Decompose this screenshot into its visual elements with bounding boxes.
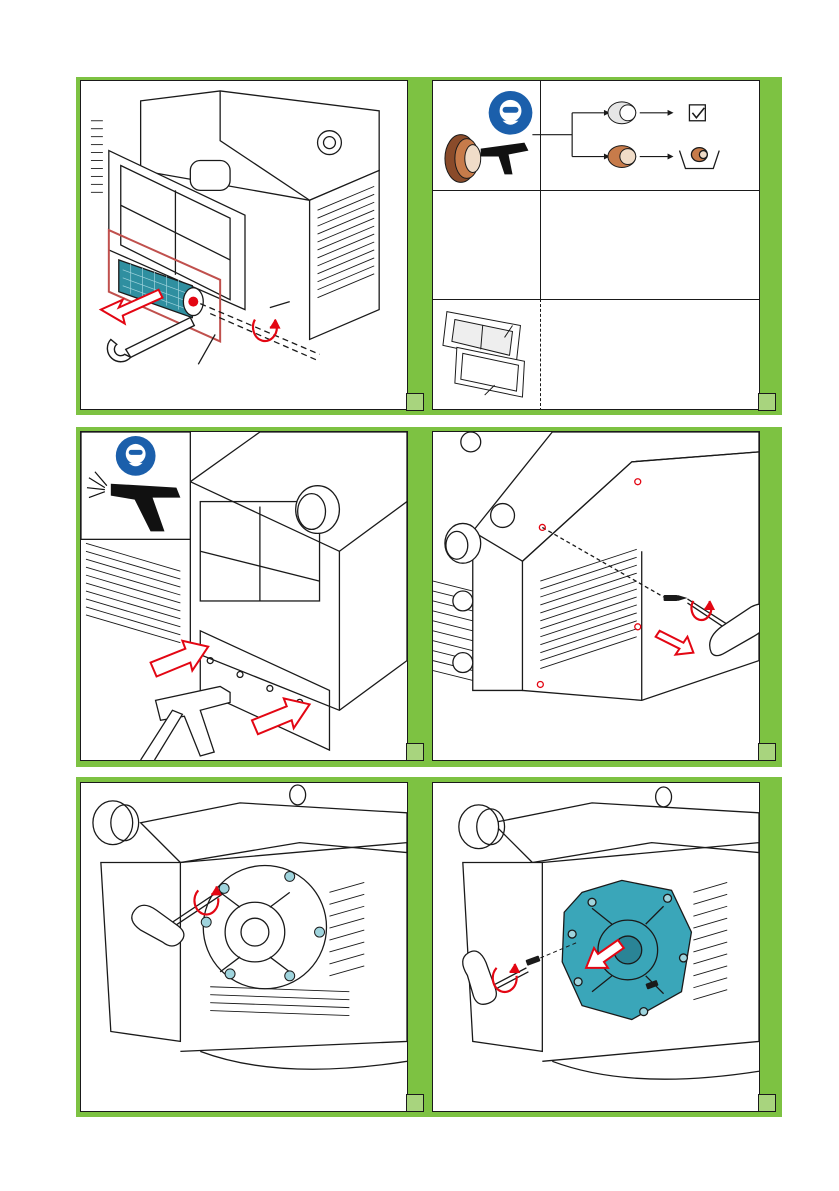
remove-screw-illustration xyxy=(433,432,759,760)
end-plate-cover xyxy=(562,880,691,1019)
filter-cartridge-icon xyxy=(445,135,481,183)
disposal-bin-icon xyxy=(679,148,719,169)
push-arrow-icon xyxy=(151,641,209,677)
t-handle-key-icon xyxy=(687,599,759,656)
dirty-filter-icon xyxy=(608,146,636,168)
step-number-box-3 xyxy=(406,743,424,761)
pull-arrow-icon xyxy=(656,631,694,655)
step-number-box-4 xyxy=(758,743,776,761)
step-number-box-6 xyxy=(758,1094,776,1112)
step-panel-4 xyxy=(432,431,760,761)
step-number-box-2 xyxy=(758,393,776,411)
air-gun-outline-icon xyxy=(141,686,230,760)
wrench-icon xyxy=(107,318,194,362)
air-gun-icon xyxy=(481,143,529,175)
blow-out-housing-illustration xyxy=(81,432,407,760)
step-panel-5 xyxy=(80,782,408,1112)
gasket-icon xyxy=(443,312,525,397)
step-number-box-1 xyxy=(406,393,424,411)
respirator-mask-icon xyxy=(489,91,533,135)
respirator-mask-icon xyxy=(116,436,156,476)
step-panel-1 xyxy=(80,80,408,410)
step-number-box-5 xyxy=(406,1094,424,1112)
ppe-inset xyxy=(81,432,190,539)
loosen-end-plate-illustration xyxy=(81,783,407,1111)
step-panel-3 xyxy=(80,431,408,761)
push-arrow-icon xyxy=(252,698,310,734)
remove-end-plate-illustration xyxy=(433,783,759,1111)
checkmark-box-icon xyxy=(689,105,705,121)
screw-icon xyxy=(664,595,688,601)
clean-filter-icon xyxy=(608,102,636,124)
step-panel-2 xyxy=(432,80,760,410)
filter-removal-illustration xyxy=(81,81,407,409)
inspection-table-illustrations xyxy=(433,81,759,409)
step-panel-6 xyxy=(432,782,760,1112)
